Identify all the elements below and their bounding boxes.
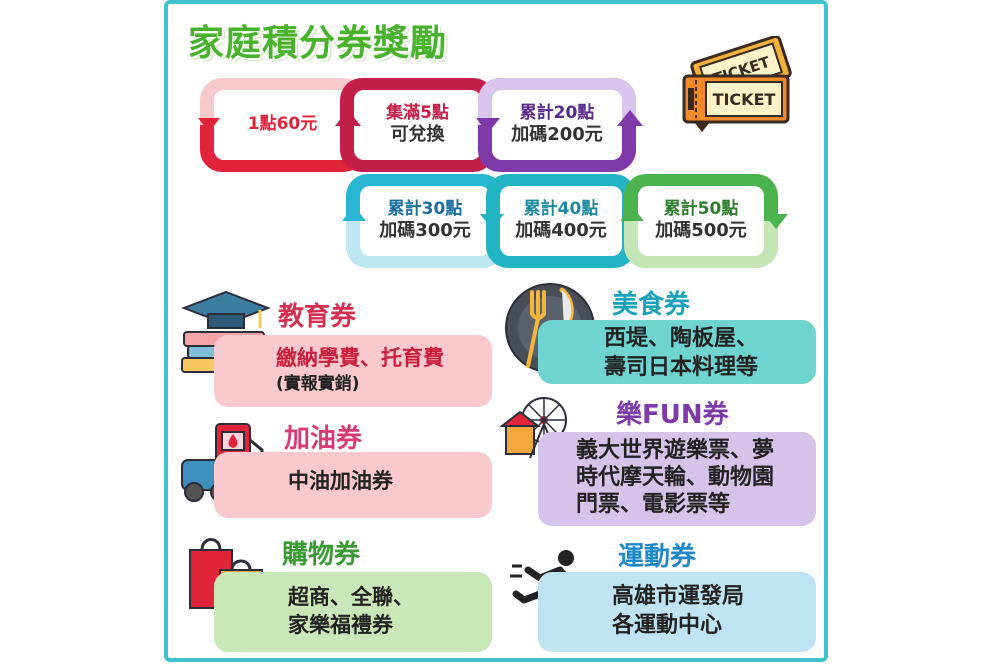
education-title: 教育券 [278, 302, 357, 332]
fuel-title: 加油券 [284, 424, 363, 454]
arrow-down-6 [480, 214, 504, 229]
sports-title: 運動券 [618, 542, 697, 572]
step-3: 累計20點加碼200元 [478, 78, 636, 172]
step-6: 累計50點加碼500元 [624, 174, 778, 268]
arrow-up-2 [335, 110, 361, 126]
fuel-box: 中油加油券 [214, 452, 492, 518]
education-line-1: 繳納學費、托育費 [276, 346, 444, 370]
education-box: 繳納學費、托育費 (實報實銷) [214, 335, 492, 407]
fun-box: 義大世界遊樂票、夢 時代摩天輪、動物園 門票、電影票等 [538, 432, 816, 526]
sports-line-1: 高雄市運發局 [612, 584, 745, 609]
fuel-line-1: 中油加油券 [288, 469, 393, 493]
education-line-2: (實報實銷) [276, 373, 360, 394]
step-6-line1: 累計50點 [663, 199, 739, 220]
step-4-line2: 加碼300元 [379, 220, 471, 242]
step-4-line1: 累計30點 [387, 199, 463, 220]
sports-line-2: 各運動中心 [612, 613, 723, 639]
step-2: 集滿5點可兌換 [340, 78, 495, 172]
step-2-line2: 可兌換 [390, 124, 445, 146]
step-5-line2: 加碼400元 [515, 220, 607, 242]
shopping-box: 超商、全聯、 家樂福禮券 [214, 572, 492, 652]
sports-box: 高雄市運發局 各運動中心 [538, 572, 816, 652]
step-6-line2: 加碼500元 [655, 220, 747, 242]
ticket-label: TICKET [713, 90, 776, 109]
food-line-2: 壽司日本料理等 [604, 355, 759, 381]
arrow-up-4 [617, 110, 643, 126]
step-3-line1: 累計20點 [519, 103, 595, 124]
food-line-1: 西堤、陶板屋、 [604, 326, 759, 351]
step-4: 累計30點加碼300元 [346, 174, 504, 268]
shopping-line-1: 超商、全聯、 [288, 585, 414, 609]
arrow-up-5 [342, 206, 366, 221]
ferris-wheel-icon [500, 397, 567, 459]
arrow-up-7 [620, 206, 644, 221]
fun-line-1: 義大世界遊樂票、夢 [576, 438, 775, 463]
arrow-down-3 [476, 118, 500, 133]
food-box: 西堤、陶板屋、 壽司日本料理等 [538, 320, 816, 384]
arrow-down-8 [764, 214, 788, 229]
fun-line-2: 時代摩天輪、動物園 [576, 464, 775, 490]
arrow-down-1 [198, 118, 220, 132]
step-5-line1: 累計40點 [523, 199, 599, 220]
step-1: 1點60元 [200, 78, 365, 172]
step-5: 累計40點加碼400元 [486, 174, 636, 268]
step-3-line2: 加碼200元 [511, 124, 603, 146]
fun-line-3: 門票、電影票等 [576, 491, 731, 517]
ticket-icon: TICKET TICKET [682, 36, 792, 132]
step-1-line1: 1點60元 [247, 114, 318, 135]
page-title: 家庭積分券獎勵 [188, 23, 448, 64]
step-2-line1: 集滿5點 [386, 103, 449, 124]
shopping-title: 購物券 [282, 540, 361, 570]
shopping-line-2: 家樂福禮券 [288, 612, 393, 637]
food-title: 美食券 [612, 290, 691, 320]
fun-title: 樂FUN券 [616, 400, 729, 430]
